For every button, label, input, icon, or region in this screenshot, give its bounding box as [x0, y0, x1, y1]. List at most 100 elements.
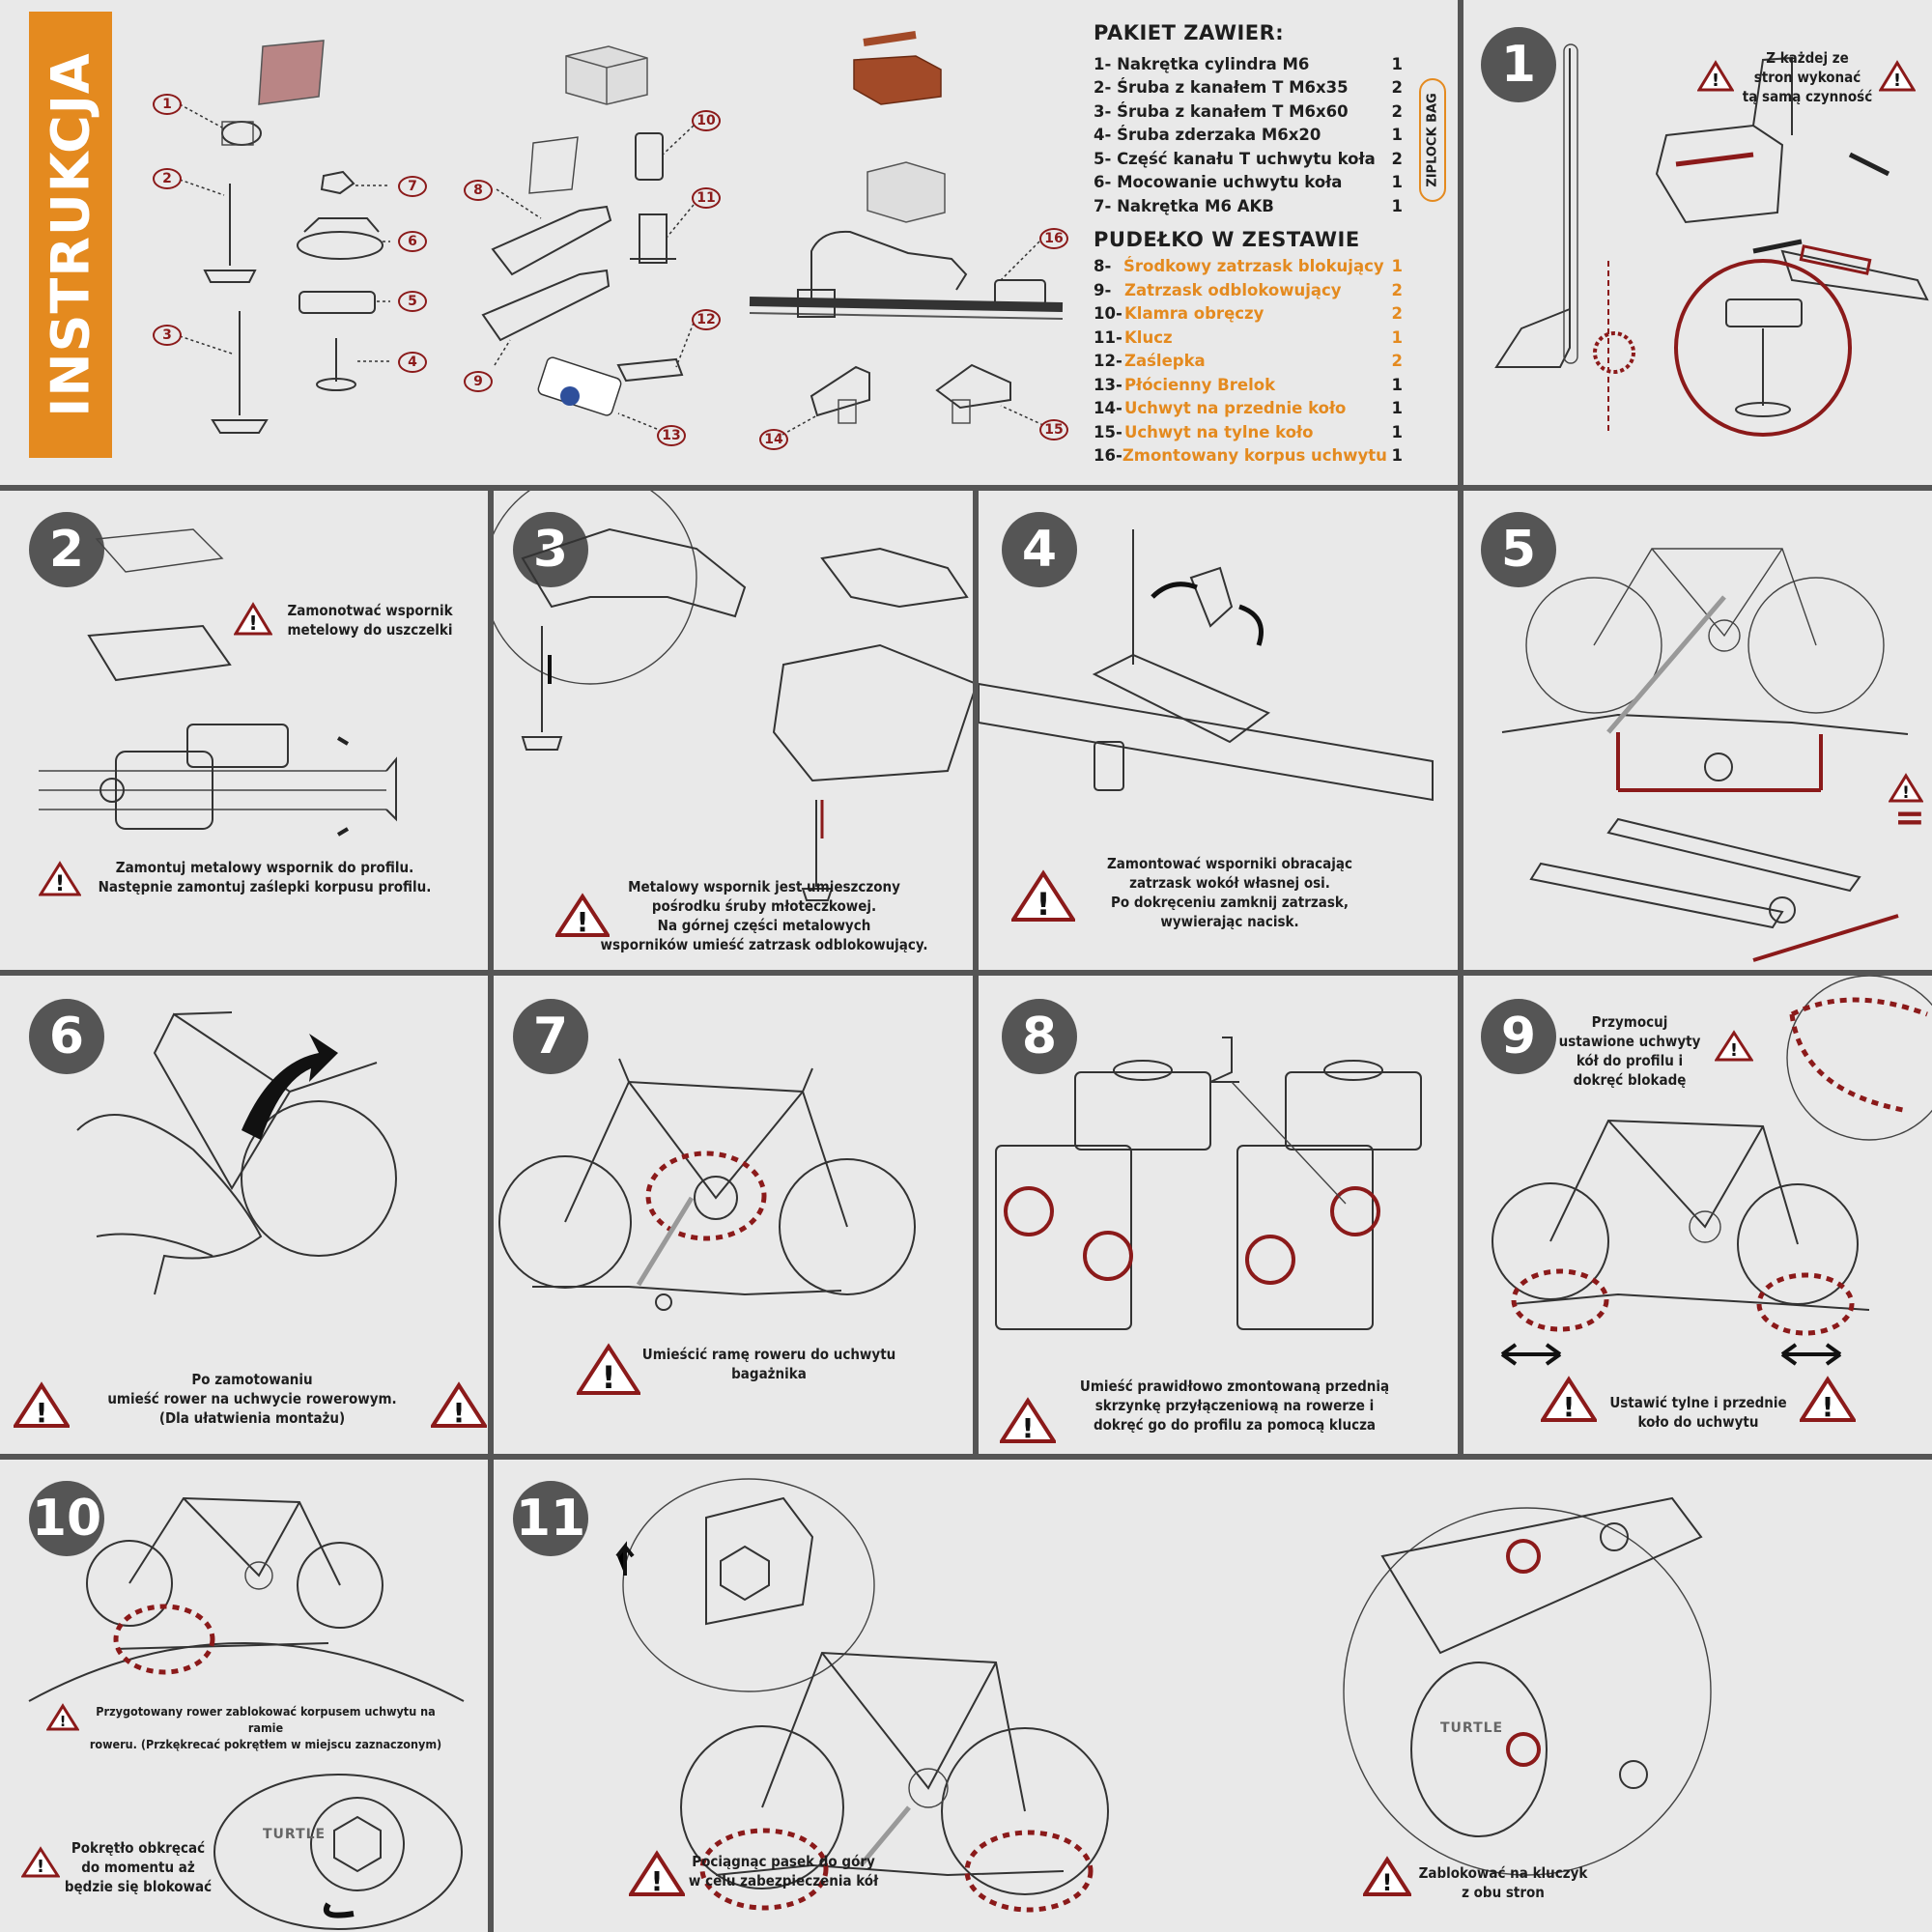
callout-9: 9	[464, 371, 493, 392]
svg-text:!: !	[577, 906, 589, 938]
step-11-caption-right: Zablokować na kluczyk z obu stron	[1418, 1864, 1588, 1901]
step-2-illustration	[39, 528, 397, 837]
svg-text:!: !	[1037, 886, 1051, 923]
step-6-caption: Po zamotowaniu umieść rower na uchwycie …	[107, 1371, 397, 1427]
svg-text:!: !	[1902, 783, 1910, 803]
step-3-number: 3	[513, 512, 588, 587]
warning-icon: !	[46, 1703, 79, 1731]
step-11-number: 11	[513, 1481, 588, 1556]
warning-icon: !	[1000, 1397, 1056, 1444]
step-10-caption-bottom: Pokrętło obkręcać do momentu aż będzie s…	[64, 1839, 213, 1895]
step-3-caption: Metalowy wspornik jest umieszczony pośro…	[600, 878, 928, 953]
step-1-number: 1	[1481, 27, 1556, 102]
step-4-number: 4	[1002, 512, 1077, 587]
parts-panel: INSTRUKCJA	[0, 0, 1458, 485]
warning-icon: !	[234, 602, 272, 636]
step-6-number: 6	[29, 999, 104, 1074]
callout-1: 1	[153, 94, 182, 115]
warning-icon: !	[1715, 1030, 1753, 1062]
step-1-illustration	[1494, 43, 1929, 437]
warning-icon: !	[1363, 1856, 1411, 1896]
callout-13: 13	[657, 425, 686, 446]
step-8-caption: Umieść prawidłowo zmontowaną przednią sk…	[1079, 1378, 1390, 1434]
box-title: PUDEŁKO W ZESTAWIE	[1094, 227, 1360, 251]
step-11-illustration	[615, 1478, 1712, 1913]
step-10-panel: 10 ! Przygotowany rower zablokować korpu…	[0, 1460, 488, 1932]
step-8-illustration	[995, 1037, 1422, 1330]
step-9-panel: 9 ! Przymocuj ustawione uchwyty kół do p…	[1463, 976, 1932, 1454]
equals-sign: =	[1894, 796, 1925, 838]
step-6-illustration	[76, 1011, 397, 1295]
turtle-logo: TURTLE	[263, 1827, 327, 1842]
callout-10: 10	[692, 110, 721, 131]
callout-8: 8	[464, 180, 493, 201]
svg-text:!: !	[36, 1397, 48, 1429]
svg-text:!: !	[651, 1865, 664, 1897]
callout-12: 12	[692, 309, 721, 330]
step-1-panel: 1 ! ! Z każdej ze stron wykonać tą samą …	[1463, 0, 1932, 485]
svg-text:!: !	[1893, 71, 1901, 91]
step-7-caption: Umieścić ramę roweru do uchwytu bagażnik…	[641, 1346, 896, 1382]
warning-icon: !	[1697, 60, 1734, 92]
warning-icon: !	[577, 1343, 640, 1396]
step-11-caption-middle: Pociągnąc pasek do góry w celu zabezpiec…	[688, 1853, 879, 1889]
step-10-number: 10	[29, 1481, 104, 1556]
callout-14: 14	[759, 429, 788, 450]
step-9-caption-top: Przymocuj ustawione uchwyty kół do profi…	[1558, 1013, 1701, 1089]
svg-text:!: !	[37, 1857, 44, 1877]
step-10-caption-top: Przygotowany rower zablokować korpusem u…	[89, 1704, 442, 1751]
step-8-panel: 8 ! Umieść prawidłowo zmontowaną przedni…	[979, 976, 1458, 1454]
callout-4: 4	[398, 352, 427, 373]
warning-icon: !	[14, 1381, 70, 1429]
step-1-caption: Z każdej ze stron wykonać tą samą czynno…	[1742, 49, 1873, 105]
step-2-number: 2	[29, 512, 104, 587]
warning-icon: !	[555, 893, 610, 938]
step-2-caption-bottom: Zamontuj metalowy wspornik do profilu. N…	[98, 859, 432, 895]
svg-text:!: !	[60, 1713, 67, 1730]
svg-text:!: !	[1712, 71, 1719, 91]
callout-6: 6	[398, 231, 427, 252]
warning-icon: !	[431, 1381, 487, 1429]
step-2-caption-top: Zamonotwać wspornik metelowy do uszczelk…	[287, 602, 453, 639]
warning-icon: !	[629, 1850, 685, 1897]
step-4-illustration	[979, 529, 1434, 802]
step-5-illustration	[1501, 548, 1909, 962]
svg-text:!: !	[248, 611, 257, 635]
svg-text:!: !	[55, 872, 65, 896]
parts-illustration	[179, 31, 1446, 436]
step-10-illustration	[28, 1496, 465, 1930]
warning-icon: !	[1011, 869, 1075, 923]
svg-text:!: !	[1382, 1869, 1393, 1896]
callout-7: 7	[398, 176, 427, 197]
svg-text:!: !	[453, 1397, 466, 1429]
step-2-panel: 2 ! Zamonotwać wspornik metelowy do uszc…	[0, 491, 488, 970]
callout-11: 11	[692, 187, 721, 209]
callout-15: 15	[1039, 419, 1068, 440]
step-7-number: 7	[513, 999, 588, 1074]
step-11-panel: 11 ! Pociągnąc pasek do góry w celu zabe…	[494, 1460, 1932, 1932]
svg-text:!: !	[1022, 1412, 1035, 1444]
callout-2: 2	[153, 168, 182, 189]
step-7-panel: 7 ! Umieścić ramę roweru do uchwytu baga…	[494, 976, 973, 1454]
step-3-panel: 3 ! Metalowy wspornik jest umieszczony p…	[494, 491, 973, 970]
step-5-panel: 5 ! =	[1463, 491, 1932, 970]
svg-text:!: !	[602, 1359, 616, 1396]
step-3-illustration	[494, 491, 973, 901]
callout-5: 5	[398, 291, 427, 312]
warning-icon: !	[1541, 1376, 1597, 1423]
svg-text:!: !	[1563, 1391, 1576, 1423]
step-9-caption-bottom: Ustawić tylne i przednie koło do uchwytu	[1609, 1394, 1787, 1431]
pack-title: PAKIET ZAWIER:	[1094, 21, 1285, 44]
step-5-number: 5	[1481, 512, 1556, 587]
